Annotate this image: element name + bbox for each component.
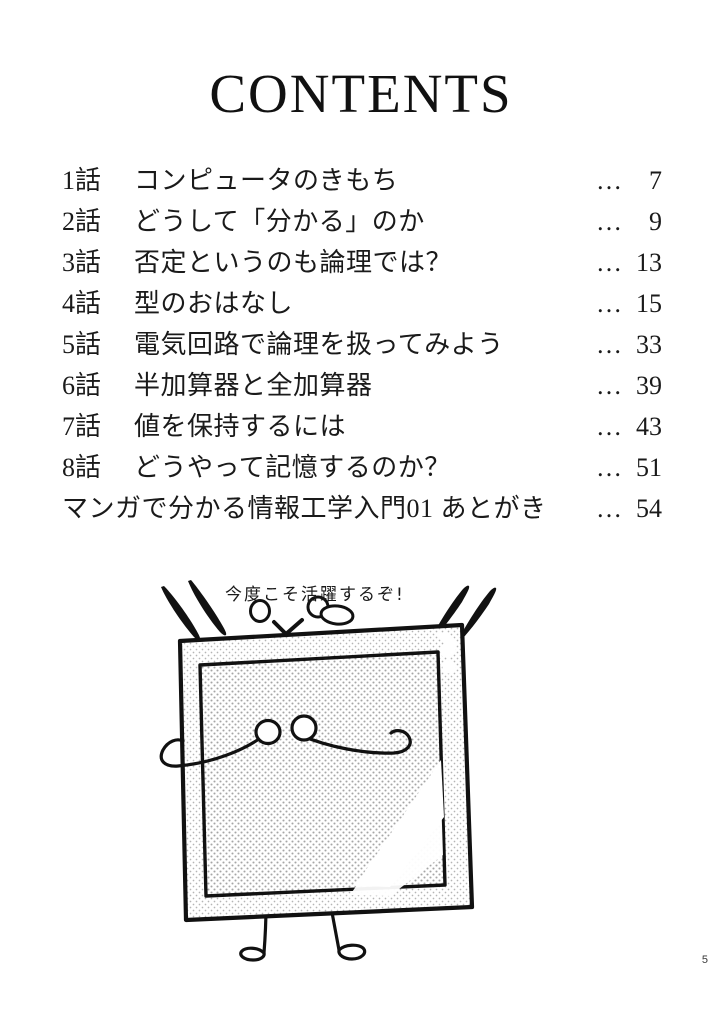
toc-page-number: 9 [649,207,662,236]
toc-leader-dots: … [596,248,622,277]
toc-chapter-label: 6話 [62,371,102,400]
toc-leader-dots: … [596,330,622,359]
mascot-arms [159,729,412,768]
toc-page-number: 13 [636,248,662,277]
toc-leader-dots: … [596,166,622,195]
corner-highlight [436,632,457,674]
toc-leader-dots: … [596,289,622,318]
toc-page-number: 54 [636,494,662,523]
toc-entry-title: コンピュータのきもち [134,166,399,195]
toc-row[interactable]: 6話 半加算器と全加算器 … 39 [62,365,662,406]
toc-chapter-label: 1話 [62,166,102,195]
mascot-feet [239,943,367,962]
page-number: 5 [701,954,708,966]
toc-entry-title: どうして「分かる」のか [134,207,425,236]
toc-entry-title: マンガで分かる情報工学入門01 あとがき [62,494,547,523]
toc-chapter-label: 2話 [62,207,102,236]
toc-entry-title: 型のおはなし [134,289,294,318]
toc-leader-dots: … [596,412,622,441]
toc-row[interactable]: 5話 電気回路で論理を扱ってみよう … 33 [62,324,662,365]
toc-row[interactable]: 1話 コンピュータのきもち … 7 [62,160,662,201]
table-of-contents: 1話 コンピュータのきもち … 7 2話 どうして「分かる」のか … 9 3話 否定というのも論理… [62,160,662,529]
toc-chapter-label: 5話 [62,330,102,359]
toc-chapter-label: 4話 [62,289,102,318]
screen-glare-stripe [355,760,444,887]
mouth [272,618,304,636]
toc-page-number: 39 [636,371,662,400]
mascot-hands [254,714,318,746]
toc-row[interactable]: 2話 どうして「分かる」のか … 9 [62,201,662,242]
toc-row[interactable]: 7話 値を保持するには … 43 [62,406,662,447]
toc-leader-dots: … [596,453,622,482]
toc-row[interactable]: 8話 どうやって記憶するのか？ … 51 [62,447,662,488]
toc-chapter-label: 8話 [62,453,102,482]
toc-entry-title: 電気回路で論理を扱ってみよう [134,330,504,359]
toc-leader-dots: … [596,207,622,236]
toc-leader-dots: … [596,494,622,523]
toc-page-number: 7 [649,166,662,195]
toc-entry-title: どうやって記憶するのか？ [134,453,451,482]
mascot-illustration [150,555,570,985]
left-eye [249,599,271,623]
toc-row[interactable]: 4話 型のおはなし … 15 [62,283,662,324]
mascot-speech-text: 今度こそ活躍するぞ! [225,585,405,605]
emphasis-lines-right [433,585,497,638]
toc-entry-title: 半加算器と全加算器 [134,371,373,400]
toc-row[interactable]: マンガで分かる情報工学入門01 あとがき … 54 [62,488,662,529]
toc-chapter-label: 7話 [62,412,102,441]
toc-chapter-label: 3話 [62,248,102,277]
toc-page-number: 43 [636,412,662,441]
toc-page-number: 51 [636,453,662,482]
toc-row[interactable]: 3話 否定というのも論理では？ … 13 [62,242,662,283]
emphasis-lines-left [161,580,227,641]
toc-page-number: 15 [636,289,662,318]
page-title: CONTENTS [209,63,513,124]
toc-leader-dots: … [596,371,622,400]
cheek-mark [319,604,355,626]
toc-page-number: 33 [636,330,662,359]
mascot-screen-inner [198,650,447,898]
toc-entry-title: 否定というのも論理では？ [134,248,453,277]
toc-entry-title: 値を保持するには [134,412,347,441]
mascot-face [249,595,355,636]
